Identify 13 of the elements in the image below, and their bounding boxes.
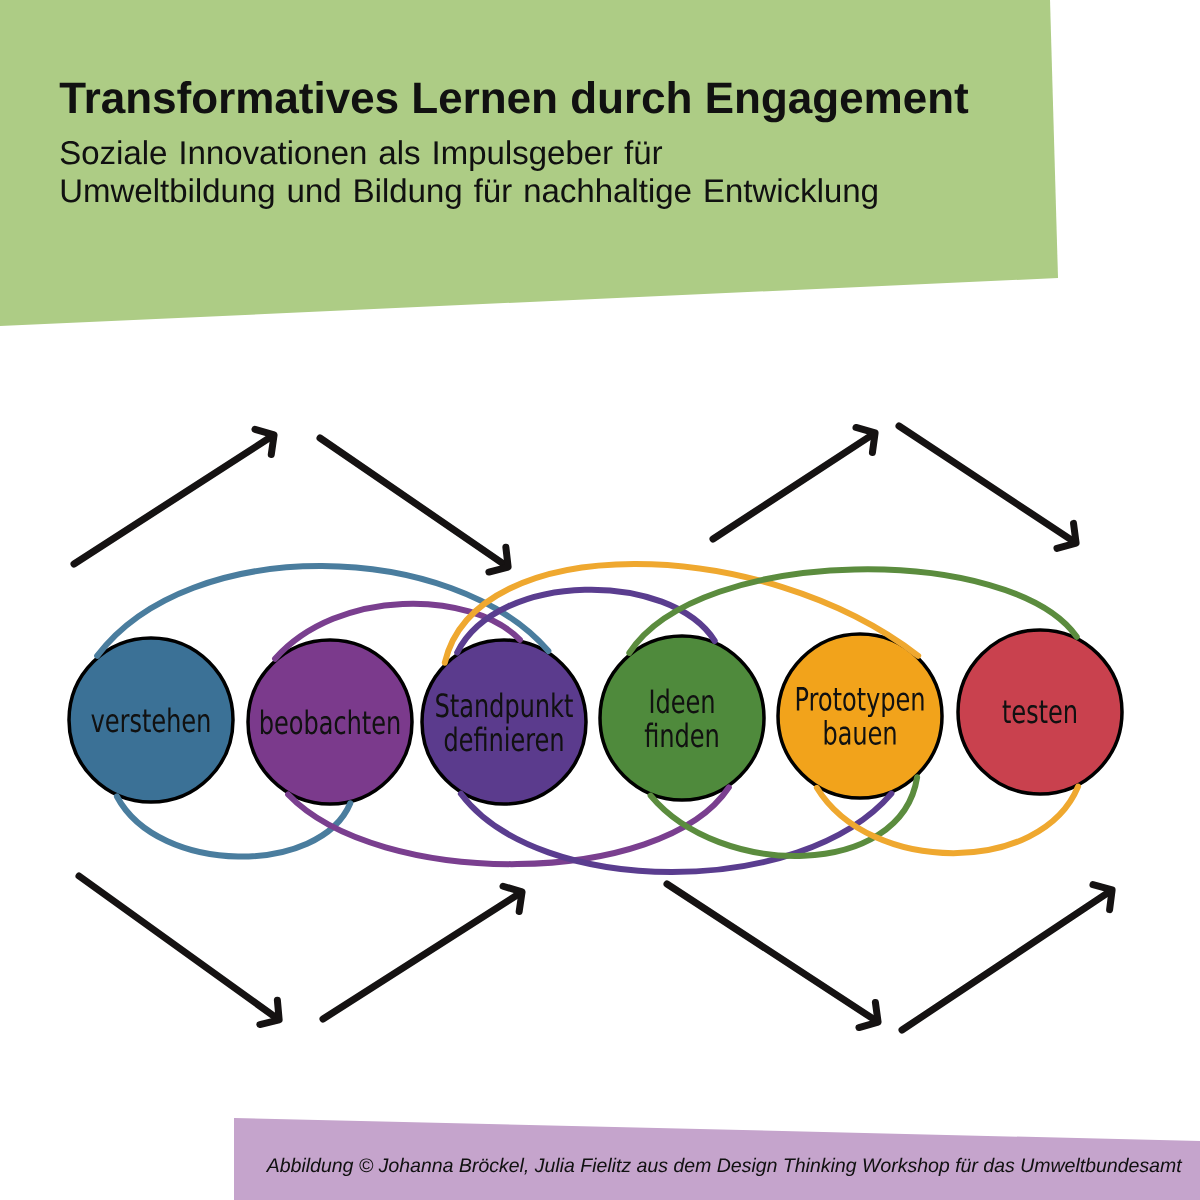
loop-arc: [441, 561, 922, 666]
loop-arc: [457, 790, 895, 876]
caption-bar: Abbildung © Johanna Bröckel, Julia Fielitz aus dem Design Thinking Workshop für das Umweltbundesamt: [234, 1118, 1200, 1200]
loop-arc: [113, 793, 354, 860]
loop-arc: [626, 566, 1080, 656]
loop-arc: [647, 774, 921, 859]
title: Transformatives Lernen durch Engagement: [59, 81, 969, 123]
loop-arc: [285, 784, 732, 868]
loop-arc: [272, 600, 523, 662]
loop-arc: [94, 563, 552, 659]
loop-arc: [813, 783, 1082, 857]
loop-arc: [454, 586, 718, 656]
subtitle: Soziale Innovationen als Impulsgeber für Umweltbildung und Bildung für nachhaltige Entwicklung: [60, 140, 877, 209]
